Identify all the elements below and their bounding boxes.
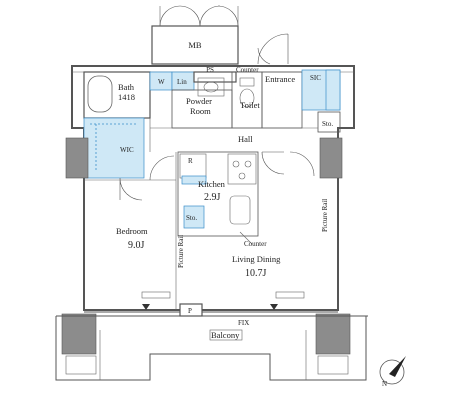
kitchen-label: Kitchen <box>198 179 226 189</box>
entrance-label: Entrance <box>265 74 295 84</box>
hall-label: Hall <box>238 134 253 144</box>
picture-rail-right-label: Picture Rail <box>321 199 329 232</box>
living-dining-label: Living Dining <box>232 254 281 264</box>
picture-rail-left-label: Picture Rail <box>177 235 185 268</box>
toilet-label: Toilet <box>240 100 260 110</box>
bathtub <box>87 75 113 113</box>
compass-north-label: N <box>382 380 387 388</box>
compass-needle-icon <box>389 356 406 377</box>
counter-kitchen-label: Counter <box>244 240 267 248</box>
outer-wall <box>71 65 355 311</box>
sink <box>229 195 251 225</box>
bath-label: Bath <box>118 82 135 92</box>
sto-right-closet <box>317 111 341 133</box>
entrance-outer-door-swing <box>257 33 289 65</box>
column-se <box>315 313 351 355</box>
counter-top-label: Counter <box>236 66 259 74</box>
bedroom-size-label: 9.0J <box>128 240 145 251</box>
fix-label: FIX <box>238 319 249 327</box>
powder-room-label-1: Powder <box>186 96 212 106</box>
hall-door-swing <box>261 151 285 175</box>
bath-size-label: 1418 <box>118 92 135 102</box>
lin-label: Lin <box>177 78 187 86</box>
sic-label: SIC <box>310 74 321 82</box>
mb-room <box>151 25 239 65</box>
compass-ring <box>379 359 405 385</box>
ps-label: PS <box>206 66 214 74</box>
balcony-label: Balcony <box>211 330 240 340</box>
sto-right-label: Sto. <box>322 120 333 128</box>
w-label: W <box>158 78 165 86</box>
living-size-label: 10.7J <box>245 268 267 279</box>
wic-label: WIC <box>120 146 134 154</box>
ps-shaft <box>193 71 237 83</box>
sto-kitchen-closet <box>183 205 205 229</box>
kitchen-area <box>177 151 259 237</box>
column-sw <box>61 313 97 355</box>
wic-door-swing <box>119 177 143 201</box>
bedroom-door-swing <box>149 155 175 181</box>
column-nw <box>65 137 89 179</box>
sto-kitchen-label: Sto. <box>186 214 197 222</box>
kitchen-size-label: 2.9J <box>204 192 221 203</box>
powder-room-label-2: Room <box>190 106 211 116</box>
p-label: P <box>188 307 192 315</box>
r-label: R <box>188 157 193 165</box>
column-ne <box>319 137 343 179</box>
cooktop <box>227 153 257 185</box>
wic-closet <box>83 117 145 179</box>
mb-door-swing <box>159 5 239 27</box>
mb-label: MB <box>188 40 202 50</box>
bedroom-label: Bedroom <box>116 226 148 236</box>
balcony-rail <box>55 315 368 381</box>
